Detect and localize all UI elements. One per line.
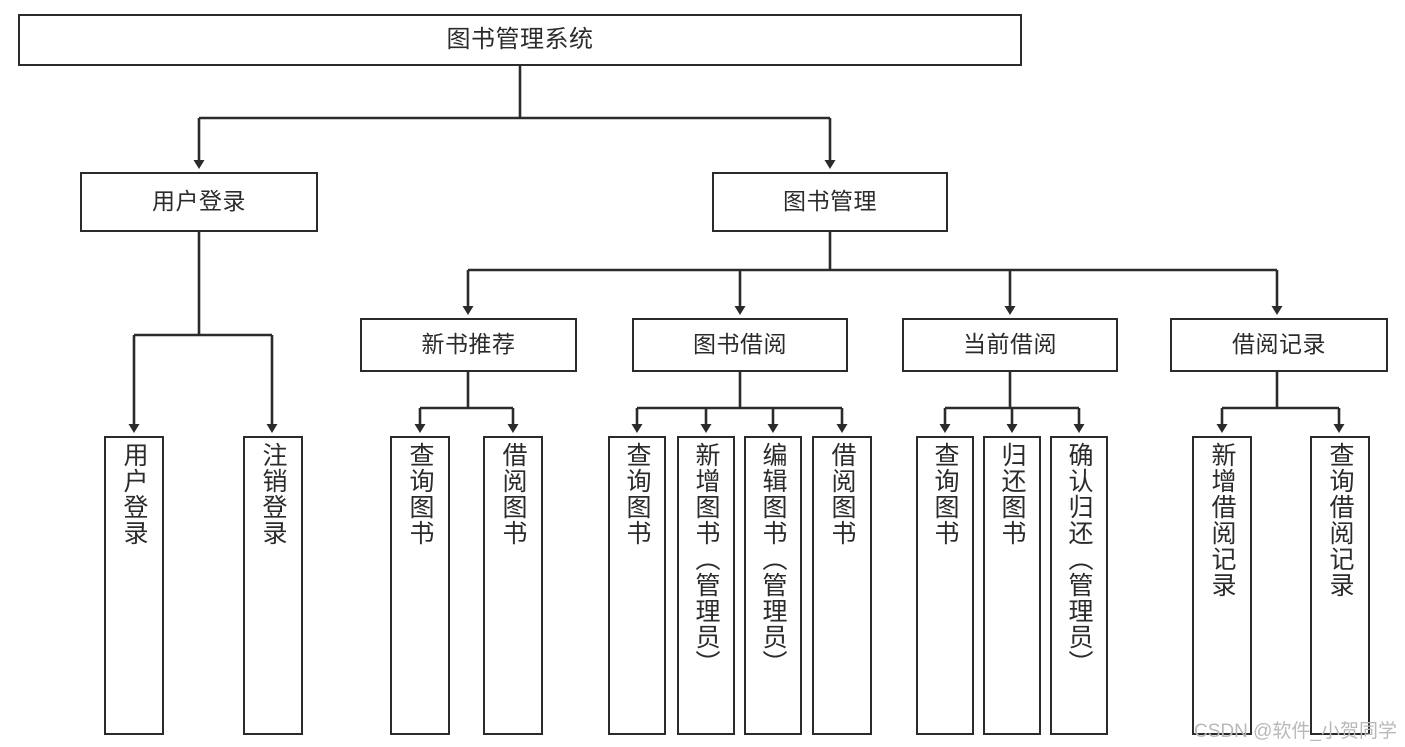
- leaf-recommend-query-book[interactable]: 查询图书: [390, 436, 450, 735]
- node-label: 新增图书（管理员）: [692, 442, 720, 676]
- node-label: 图书管理系统: [446, 25, 594, 53]
- leaf-user-login-login[interactable]: 用户登录: [104, 436, 164, 735]
- node-label: 图书管理: [783, 188, 877, 215]
- csdn-watermark: CSDN @软件_小贺同学: [1194, 721, 1397, 742]
- leaf-borrow-add-book-admin[interactable]: 新增图书（管理员）: [677, 436, 735, 735]
- node-label: 查询借阅记录: [1326, 442, 1354, 598]
- node-borrow-record[interactable]: 借阅记录: [1170, 318, 1388, 372]
- node-label: 用户登录: [152, 188, 246, 215]
- leaf-recommend-borrow-book[interactable]: 借阅图书: [483, 436, 543, 735]
- leaf-current-query-book[interactable]: 查询图书: [916, 436, 974, 735]
- node-label: 新增借阅记录: [1208, 442, 1236, 598]
- node-label: 归还图书: [998, 442, 1026, 546]
- node-label: 新书推荐: [421, 331, 516, 358]
- node-root-system[interactable]: 图书管理系统: [18, 14, 1022, 66]
- node-label: 查询图书: [406, 442, 434, 546]
- node-label: 编辑图书（管理员）: [759, 442, 787, 676]
- node-book-management[interactable]: 图书管理: [712, 172, 948, 232]
- leaf-current-return-book[interactable]: 归还图书: [983, 436, 1041, 735]
- leaf-borrow-borrow-book[interactable]: 借阅图书: [812, 436, 872, 735]
- leaf-borrow-query-book[interactable]: 查询图书: [608, 436, 666, 735]
- node-user-login[interactable]: 用户登录: [80, 172, 318, 232]
- node-label: 查询图书: [931, 442, 959, 546]
- node-label: 借阅图书: [828, 442, 856, 546]
- leaf-user-login-logout[interactable]: 注销登录: [243, 436, 303, 735]
- node-label: 图书借阅: [693, 331, 787, 358]
- node-current-borrow[interactable]: 当前借阅: [902, 318, 1118, 372]
- node-label: 当前借阅: [963, 331, 1057, 358]
- leaf-current-confirm-return-admin[interactable]: 确认归还（管理员）: [1050, 436, 1108, 735]
- node-book-borrow[interactable]: 图书借阅: [632, 318, 848, 372]
- node-label: 用户登录: [120, 442, 148, 546]
- node-label: 注销登录: [259, 442, 287, 546]
- leaf-borrow-edit-book-admin[interactable]: 编辑图书（管理员）: [744, 436, 802, 735]
- node-label: 确认归还（管理员）: [1065, 442, 1093, 676]
- node-label: 借阅图书: [499, 442, 527, 546]
- node-label: 查询图书: [623, 442, 651, 546]
- leaf-record-add-borrow-record[interactable]: 新增借阅记录: [1192, 436, 1252, 735]
- node-new-book-recommend[interactable]: 新书推荐: [360, 318, 577, 372]
- leaf-record-query-borrow-record[interactable]: 查询借阅记录: [1310, 436, 1370, 735]
- node-label: 借阅记录: [1232, 331, 1326, 358]
